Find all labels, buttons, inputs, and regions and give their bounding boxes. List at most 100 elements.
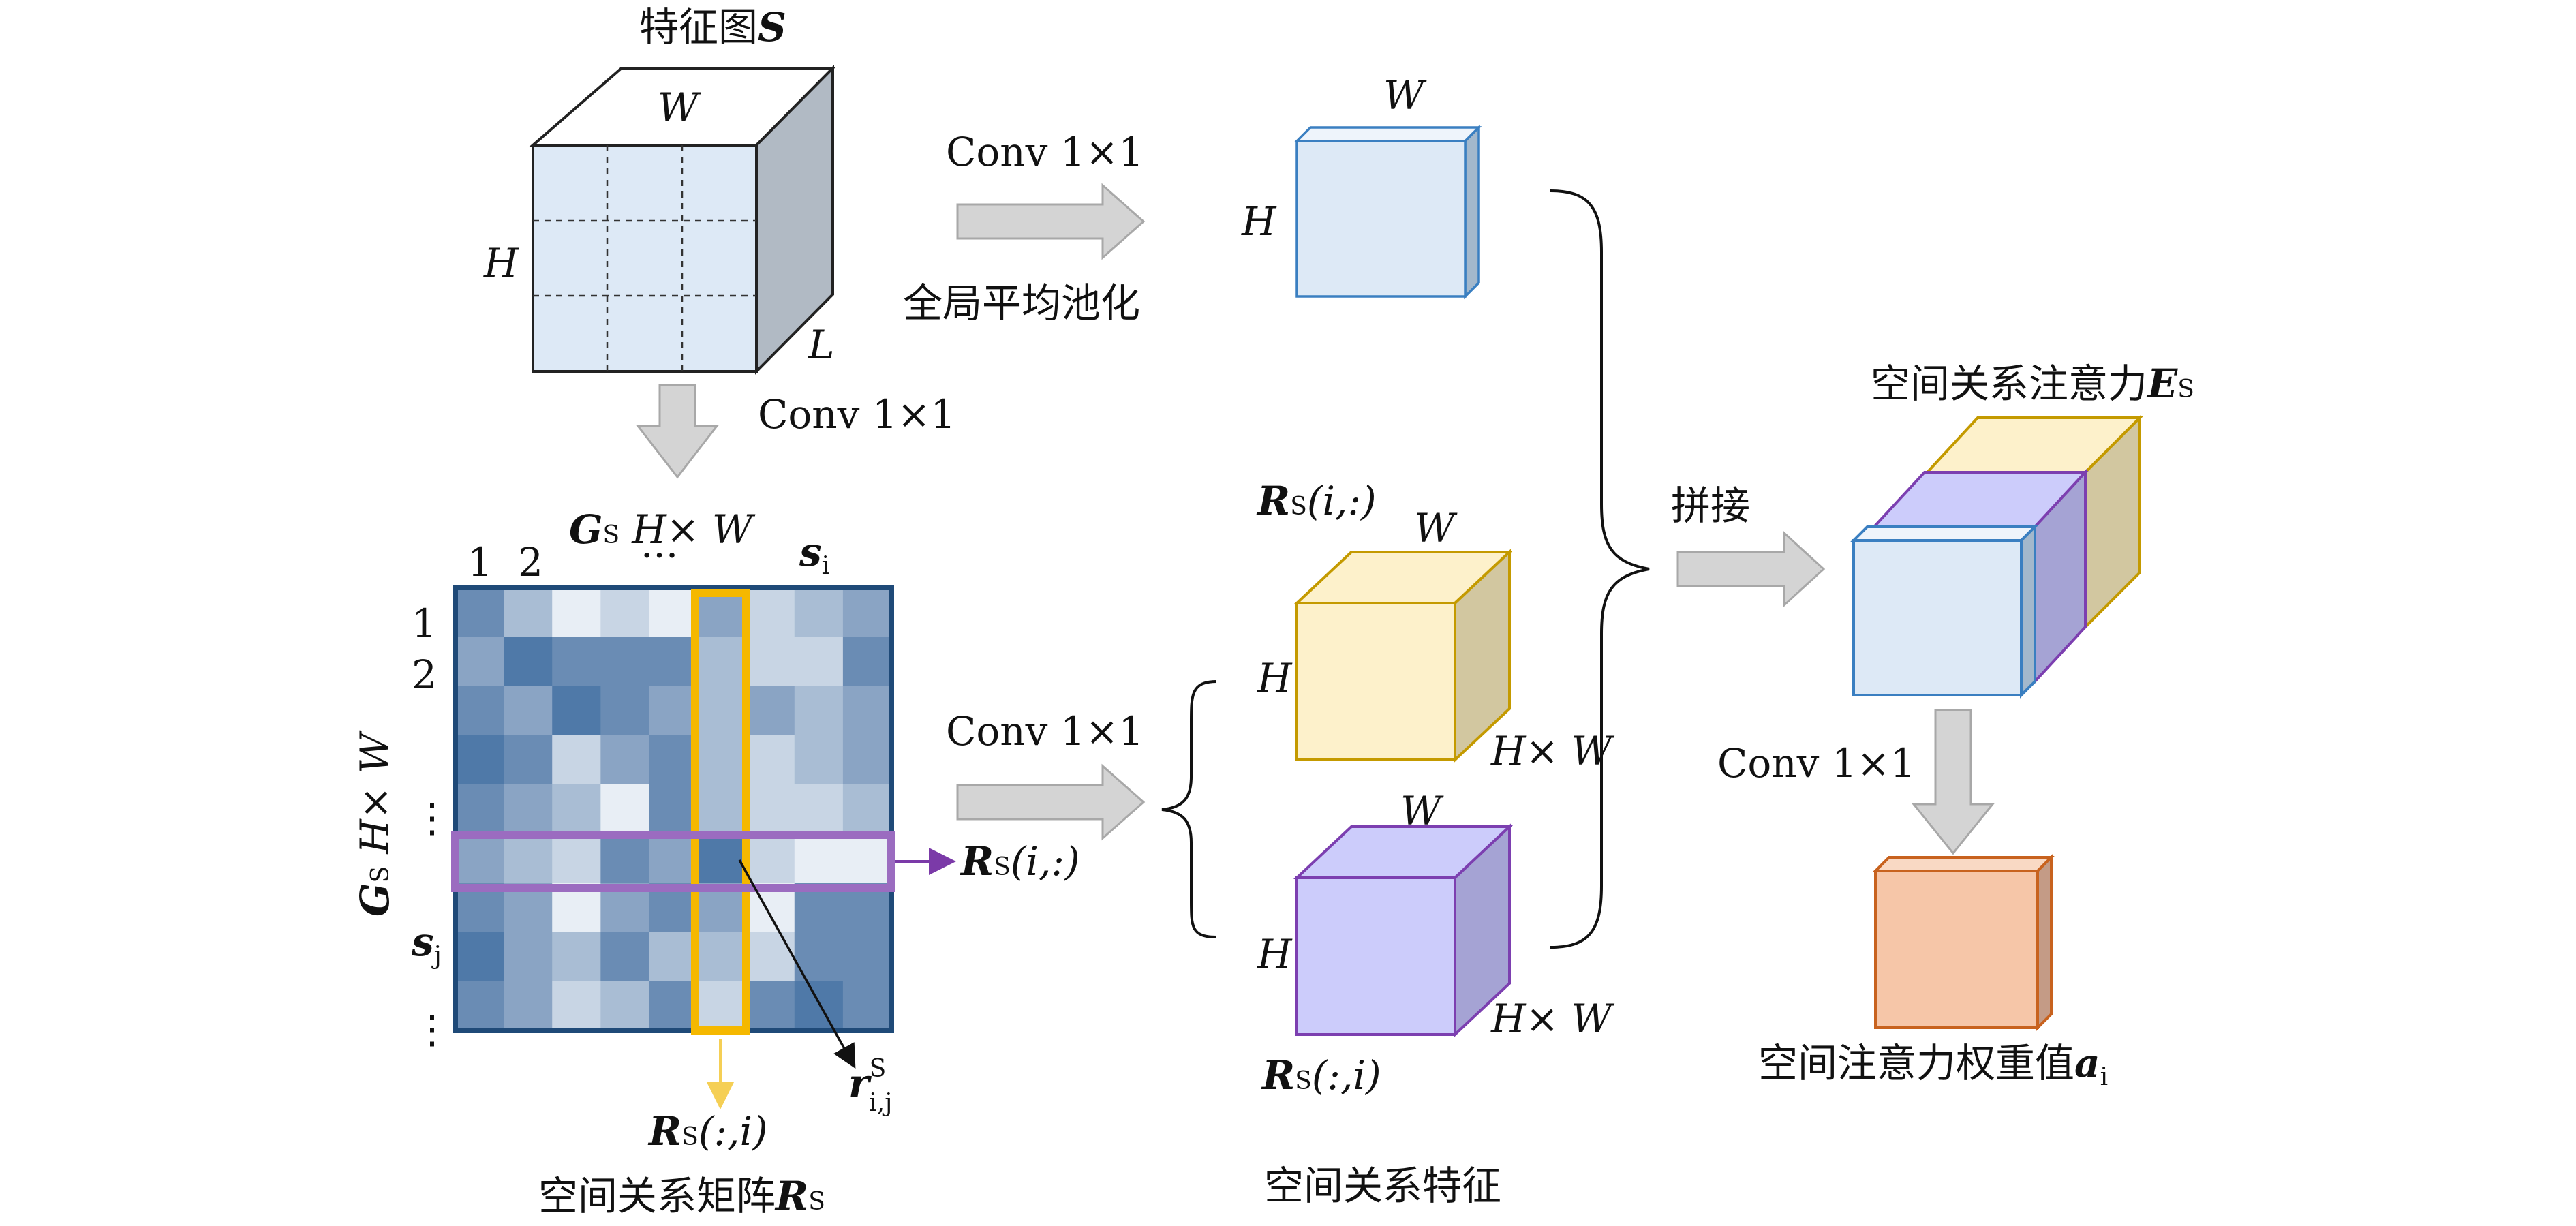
heatmap-cell: [697, 981, 747, 1031]
weight-block: [1872, 854, 2055, 1031]
heatmap-cell: [746, 735, 795, 785]
gs-col-1: 1: [467, 539, 493, 585]
heatmap-cell: [552, 587, 601, 637]
feature-map-symbol: S: [758, 4, 786, 50]
column-label: RS(:,i): [647, 1108, 768, 1154]
gs-col-si: si: [799, 529, 829, 580]
attention-label: 空间关系注意力ES: [1871, 361, 2194, 407]
heatmap-cell: [455, 587, 504, 637]
purple-block-label: RS(:,i): [1261, 1052, 1381, 1099]
conv-top-label: Conv 1×1: [946, 129, 1144, 175]
heatmap-cell: [649, 735, 699, 785]
conv-down-label: Conv 1×1: [758, 391, 955, 438]
heatmap-cell: [697, 735, 747, 785]
conv-right-label: Conv 1×1: [1717, 740, 1915, 786]
yellow-block-label: RS(i,:): [1256, 478, 1377, 524]
heatmap-cell: [600, 587, 650, 637]
yellow-block-depth: H× W: [1490, 728, 1615, 774]
gap-label: 全局平均池化: [903, 280, 1140, 326]
element-arrow: [738, 859, 856, 1069]
heatmap-cell: [455, 833, 504, 883]
heatmap-cell: [552, 784, 601, 834]
heatmap-cell: [552, 637, 601, 687]
heatmap-cell: [697, 637, 747, 687]
heatmap-cell: [697, 784, 747, 834]
heatmap-cell: [794, 833, 844, 883]
highlight-row: [451, 831, 895, 892]
heatmap-frame: [453, 585, 894, 1033]
heatmap-cell: [504, 784, 553, 834]
heatmap-cell: [649, 981, 699, 1031]
heatmap-cell: [842, 637, 892, 687]
weight-label: 空间注意力权重值ai: [1758, 1040, 2108, 1091]
heatmap-cell: [794, 587, 844, 637]
heatmap-cell: [746, 932, 795, 982]
heatmap-cell: [649, 784, 699, 834]
heatmap-cell: [600, 686, 650, 736]
heatmap-cell: [794, 784, 844, 834]
heatmap-cell: [697, 686, 747, 736]
heatmap-cell: [746, 686, 795, 736]
yellow-block: [1293, 549, 1514, 763]
feature-map-grid: [533, 145, 756, 371]
heatmap-cell: [746, 784, 795, 834]
heatmap-cell: [842, 981, 892, 1031]
heatmap-cell: [746, 587, 795, 637]
heatmap-cell: [504, 587, 553, 637]
heatmap-cell: [794, 981, 844, 1031]
gs-side: GSH× W: [352, 730, 398, 917]
heatmap-cell: [649, 637, 699, 687]
relation-matrix-heatmap: [455, 587, 892, 1031]
heatmap-cell: [600, 833, 650, 883]
arrow-mid: [956, 763, 1146, 841]
heatmap-cell: [842, 932, 892, 982]
arrow-down: [635, 384, 720, 479]
heatmap-cell: [600, 735, 650, 785]
heatmap-cell: [600, 981, 650, 1031]
heatmap-cell: [842, 784, 892, 834]
gs-row-2: 2: [412, 652, 437, 698]
matrix-caption: 空间关系矩阵RS: [538, 1173, 825, 1219]
split-brace: [1161, 680, 1217, 938]
heatmap-cell: [842, 686, 892, 736]
heatmap-cell: [552, 932, 601, 982]
heatmap-cell: [552, 686, 601, 736]
heatmap-cell: [552, 833, 601, 883]
heatmap-cell: [794, 637, 844, 687]
heatmap-cell: [455, 637, 504, 687]
feature-map-title: 特征图: [639, 4, 758, 50]
heatmap-cell: [746, 981, 795, 1031]
heatmap-cell: [455, 932, 504, 982]
yellow-block-w: W: [1414, 505, 1458, 551]
merge-brace: [1550, 189, 1650, 949]
heatmap-cell: [649, 932, 699, 982]
highlight-column: [691, 589, 750, 1035]
heatmap-cell: [842, 587, 892, 637]
blue-block-w: W: [1383, 72, 1427, 119]
attention-yellow: [1924, 414, 2143, 630]
heatmap-cell: [746, 833, 795, 883]
arrow-top: [956, 183, 1146, 260]
svg-text:特征图S: 特征图S: [639, 4, 786, 50]
heatmap-cell: [649, 587, 699, 637]
yellow-block-h: H: [1257, 655, 1293, 701]
blue-block-h: H: [1241, 198, 1277, 245]
heatmap-cell: [504, 833, 553, 883]
relation-caption: 空间关系特征: [1264, 1163, 1501, 1209]
heatmap-cell: [794, 686, 844, 736]
heatmap-cell: [600, 784, 650, 834]
feature-map-cube: [529, 65, 836, 375]
feature-map-dim-l: L: [808, 322, 835, 368]
heatmap-cell: [504, 932, 553, 982]
gs-row-1: 1: [412, 600, 437, 647]
heatmap-cell: [842, 833, 892, 883]
feature-map-dim-h: H: [483, 240, 519, 286]
purple-block-depth: H× W: [1490, 996, 1615, 1042]
feature-map-front-face: [532, 144, 758, 373]
purple-block: [1293, 823, 1514, 1038]
arrow-right-down: [1911, 709, 1995, 855]
heatmap-cell: [600, 637, 650, 687]
heatmap-cell: [649, 686, 699, 736]
concat-label: 拼接: [1671, 482, 1750, 529]
